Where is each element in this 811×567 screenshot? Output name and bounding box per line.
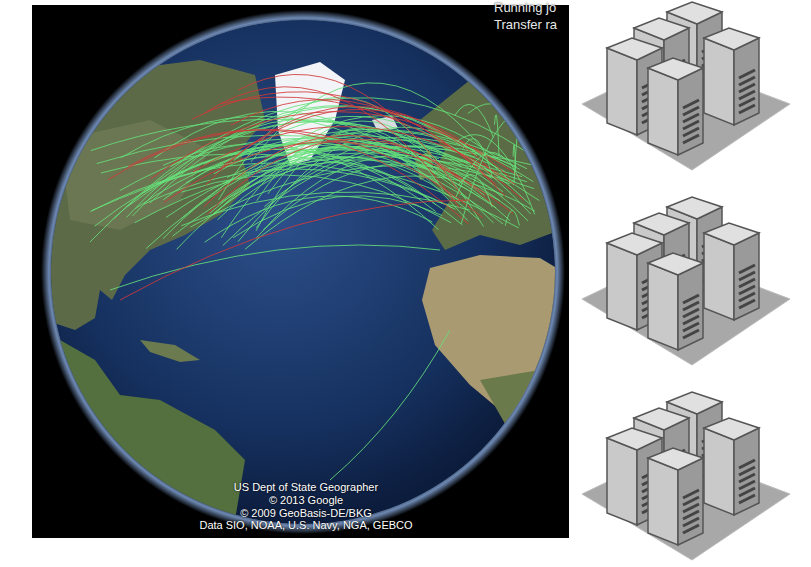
status-text: Transfer ra [494,17,557,32]
attribution-text: © 2013 Google [269,494,343,507]
transfer-arc [456,152,508,197]
transfer-arc [461,111,536,223]
status-text: Running jo [494,0,556,15]
transfer-arc [257,121,444,201]
transfer-arc [204,135,464,206]
transfer-arc [146,143,539,249]
transfer-arc [514,122,522,182]
transfer-arc [110,245,440,290]
transfer-arc [182,175,452,223]
transfer-arc [463,139,493,178]
transfer-arc [494,115,499,157]
transfer-arc [207,139,494,214]
transfer-arc [505,211,519,226]
transfer-arc [455,104,493,137]
transfer-arc [108,130,483,218]
transfer-arc [156,144,503,224]
attribution-text: © 2009 GeoBasis-DE/BKG [240,507,372,520]
transfer-arc [205,106,497,185]
transfer-arc [268,128,484,227]
transfer-arc [515,115,527,133]
transfer-arc [101,154,519,228]
attribution-text: US Dept of State Geographer [234,481,378,494]
transfer-arc [120,200,470,300]
transfer-arc [164,142,514,214]
transfer-arc [245,176,535,249]
transfer-arc [192,92,497,185]
attribution-text: Data SIO, NOAA, U.S. Navy, NGA, GEBCO [199,519,412,532]
transfer-arc [457,135,535,215]
transfer-arc [221,97,524,200]
transfer-arc [330,330,450,480]
transfer-arc [151,112,520,179]
